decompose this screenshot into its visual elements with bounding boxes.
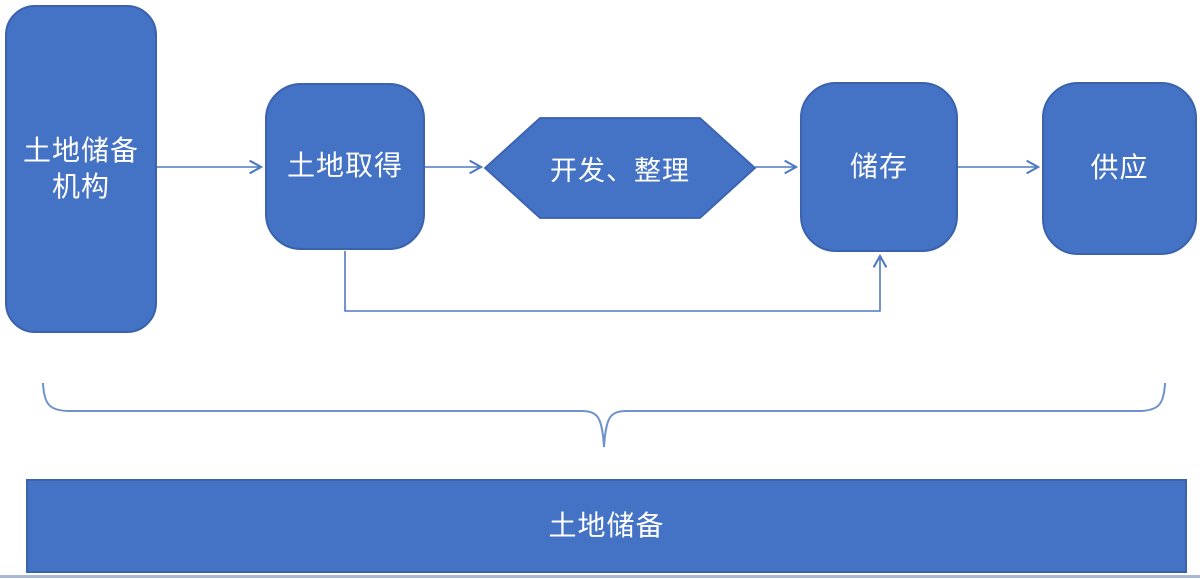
bottom-edge-rule <box>0 575 1200 578</box>
node-label: 土地取得 <box>286 149 403 183</box>
elbow-arrow-acquisition-to-storage <box>344 251 888 312</box>
node-label: 储存 <box>849 149 908 183</box>
node-supply: 供应 <box>1042 82 1197 255</box>
hexagon-shape <box>483 117 757 219</box>
node-land-acquisition: 土地取得 <box>265 83 425 250</box>
node-land-reserve-agency: 土地储备 机构 <box>5 5 157 333</box>
curly-brace <box>42 382 1166 448</box>
node-label: 土地储备 机构 <box>22 133 139 203</box>
node-storage: 储存 <box>800 82 958 252</box>
node-label: 供应 <box>1090 151 1149 185</box>
node-development-consolidation: 开发、整理 <box>485 118 755 218</box>
node-label: 土地储备 <box>548 508 665 542</box>
node-label: 开发、整理 <box>550 155 690 187</box>
node-land-reserve-bar: 土地储备 <box>26 479 1187 573</box>
